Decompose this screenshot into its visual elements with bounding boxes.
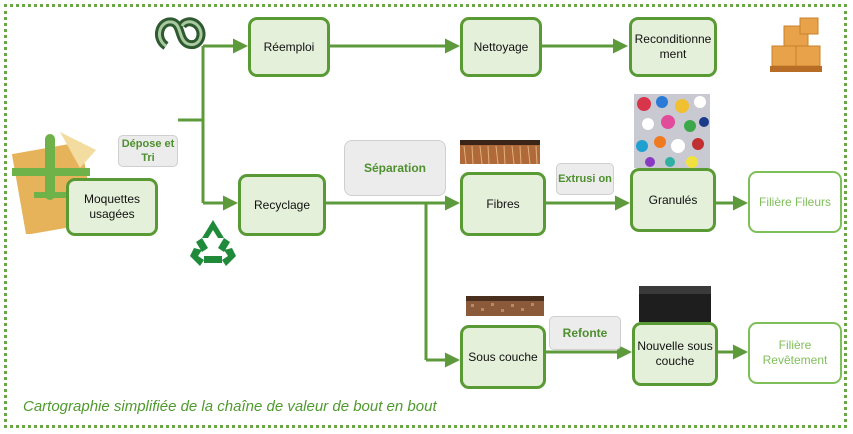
diagram-caption: Cartographie simplifiée de la chaîne de … [23, 398, 437, 415]
reuse-loop-icon [154, 17, 206, 50]
node-nettoyage: Nettoyage [460, 17, 542, 77]
recycle-icon [190, 220, 236, 266]
node-reconditionnement: Reconditionne ment [629, 17, 717, 77]
node-filiere-revetement: Filière Revêtement [748, 322, 842, 384]
dotted-frame [4, 4, 847, 428]
airplane-icon [12, 134, 90, 200]
node-fibres: Fibres [460, 172, 546, 236]
label-separation: Séparation [344, 140, 446, 196]
node-granules: Granulés [630, 168, 716, 232]
label-extrusion: Extrusi on [556, 163, 614, 195]
granules-image [634, 94, 710, 168]
node-moquettes-usagees: Moquettes usagées [66, 178, 158, 236]
label-refonte: Refonte [549, 316, 621, 350]
label-depose-et-tri: Dépose et Tri [118, 135, 178, 167]
node-nouvelle-sous-couche: Nouvelle sous couche [632, 322, 718, 386]
boxes-stack-icon [770, 17, 822, 72]
node-sous-couche: Sous couche [460, 325, 546, 389]
fibre-image [460, 140, 540, 164]
node-recyclage: Recyclage [238, 174, 326, 236]
node-reemploi: Réemploi [248, 17, 330, 77]
new-underlay-image [639, 286, 711, 322]
node-filiere-fileurs: Filière Fileurs [748, 171, 842, 233]
underlay-image [466, 296, 544, 316]
